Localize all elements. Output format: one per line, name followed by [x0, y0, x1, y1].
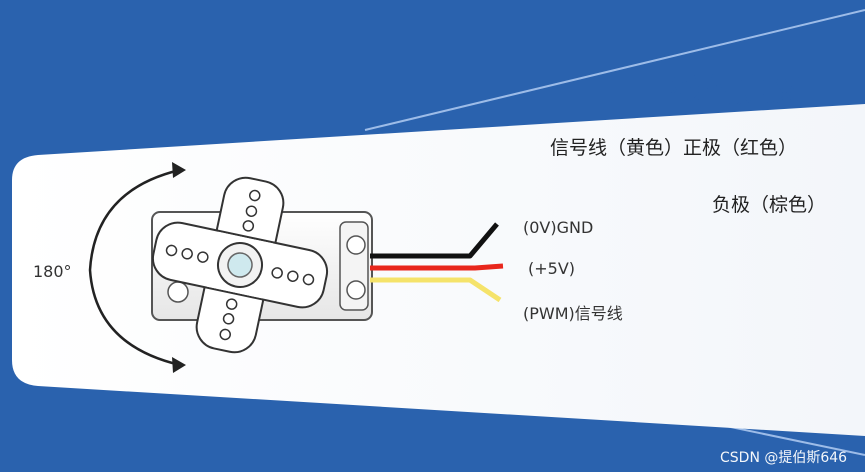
servo-horn — [151, 176, 329, 354]
mount-hole-right-bottom — [346, 280, 366, 300]
horn-shaft — [227, 252, 253, 278]
rotation-angle-label: 180° — [33, 262, 72, 281]
watermark: CSDN @提伯斯646 — [720, 450, 848, 466]
rotation-arc — [88, 168, 181, 367]
wire-color-definition-2: 负极（棕色） — [712, 194, 827, 216]
wire-color-definition-1: 信号线（黄色）正极（红色） — [550, 137, 798, 159]
servo-motor — [151, 176, 373, 354]
wire-gnd — [370, 222, 499, 259]
page-title: 线的定义: — [668, 71, 817, 110]
wire-pwm — [370, 277, 502, 303]
servo-wires — [370, 222, 504, 303]
arc-arrow-top — [172, 162, 186, 178]
mount-hole-left — [167, 281, 189, 303]
decor-line-top — [364, 9, 865, 131]
wire-label-pwm: (PWM)信号线 — [523, 304, 623, 323]
arc-arrow-bottom — [172, 357, 186, 373]
wire-label-gnd: (0V)GND — [523, 218, 594, 237]
mount-hole-right-top — [346, 235, 366, 255]
wire-5v — [370, 263, 504, 271]
wire-label-5v: (+5V) — [528, 259, 576, 278]
